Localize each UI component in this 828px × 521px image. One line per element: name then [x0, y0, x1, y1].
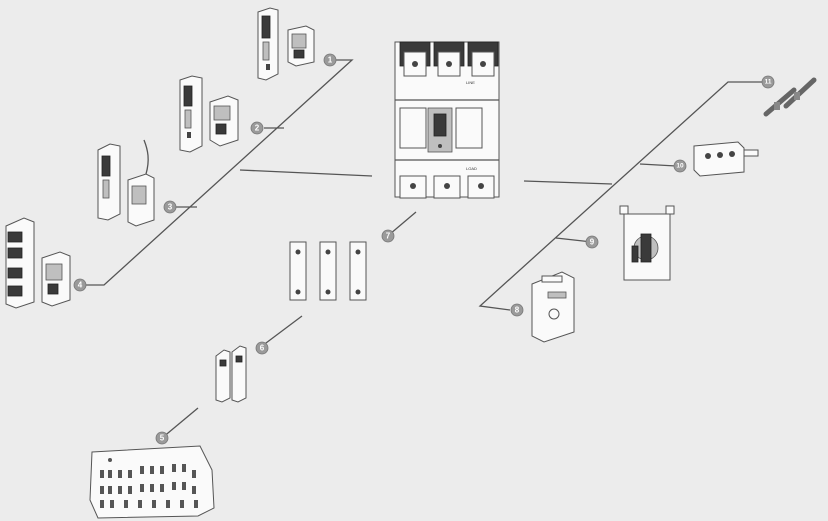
leader-line-10	[639, 163, 677, 167]
part-mounting-screws	[763, 77, 817, 117]
part-auxiliary-switch	[257, 7, 315, 81]
leader-line-7-right	[523, 180, 613, 185]
callout-8-label: 8	[515, 306, 520, 315]
callout-3-label: 3	[168, 203, 173, 212]
leader-line-7	[389, 211, 417, 235]
callout-6: 6	[255, 341, 269, 355]
callout-11-label: 11	[765, 79, 772, 86]
part-rear-terminal-block	[693, 141, 759, 177]
leader-line-7-left	[239, 169, 373, 177]
callout-8: 8	[510, 303, 524, 317]
callout-2-label: 2	[255, 124, 260, 133]
callout-11: 11	[761, 75, 775, 89]
callout-5-label: 5	[160, 434, 165, 443]
breaker-line-label: LINE	[466, 80, 475, 85]
callout-7-label: 7	[386, 232, 391, 241]
callout-3: 3	[163, 200, 177, 214]
part-alarm-switch	[179, 75, 239, 153]
callout-5: 5	[155, 431, 169, 445]
breaker-load-label: LOAD	[466, 166, 477, 171]
part-rotary-handle	[619, 205, 675, 281]
part-terminal-cover	[89, 445, 215, 519]
leader-line-8	[478, 81, 764, 311]
leader-line-5	[161, 407, 199, 439]
callout-9: 9	[585, 235, 599, 249]
callout-1-label: 1	[328, 56, 333, 65]
part-shunt-trip	[97, 139, 155, 227]
callout-4: 4	[73, 278, 87, 292]
callout-4-label: 4	[78, 281, 83, 290]
callout-7: 7	[381, 229, 395, 243]
callout-1: 1	[323, 53, 337, 67]
part-undervoltage-release	[5, 217, 71, 309]
callout-10-label: 10	[676, 163, 684, 170]
part-interphase-barriers	[215, 345, 247, 403]
circuit-breaker: LINE LOAD	[394, 41, 500, 199]
callout-9-label: 9	[590, 238, 595, 247]
part-motor-operator	[531, 271, 575, 343]
callout-2: 2	[250, 121, 264, 135]
part-terminal-extension-bars	[289, 241, 367, 301]
leader-lines	[84, 59, 764, 439]
leader-line-6	[261, 315, 303, 347]
callout-6-label: 6	[260, 344, 265, 353]
callout-10: 10	[673, 159, 687, 173]
leader-line-4	[84, 59, 354, 286]
